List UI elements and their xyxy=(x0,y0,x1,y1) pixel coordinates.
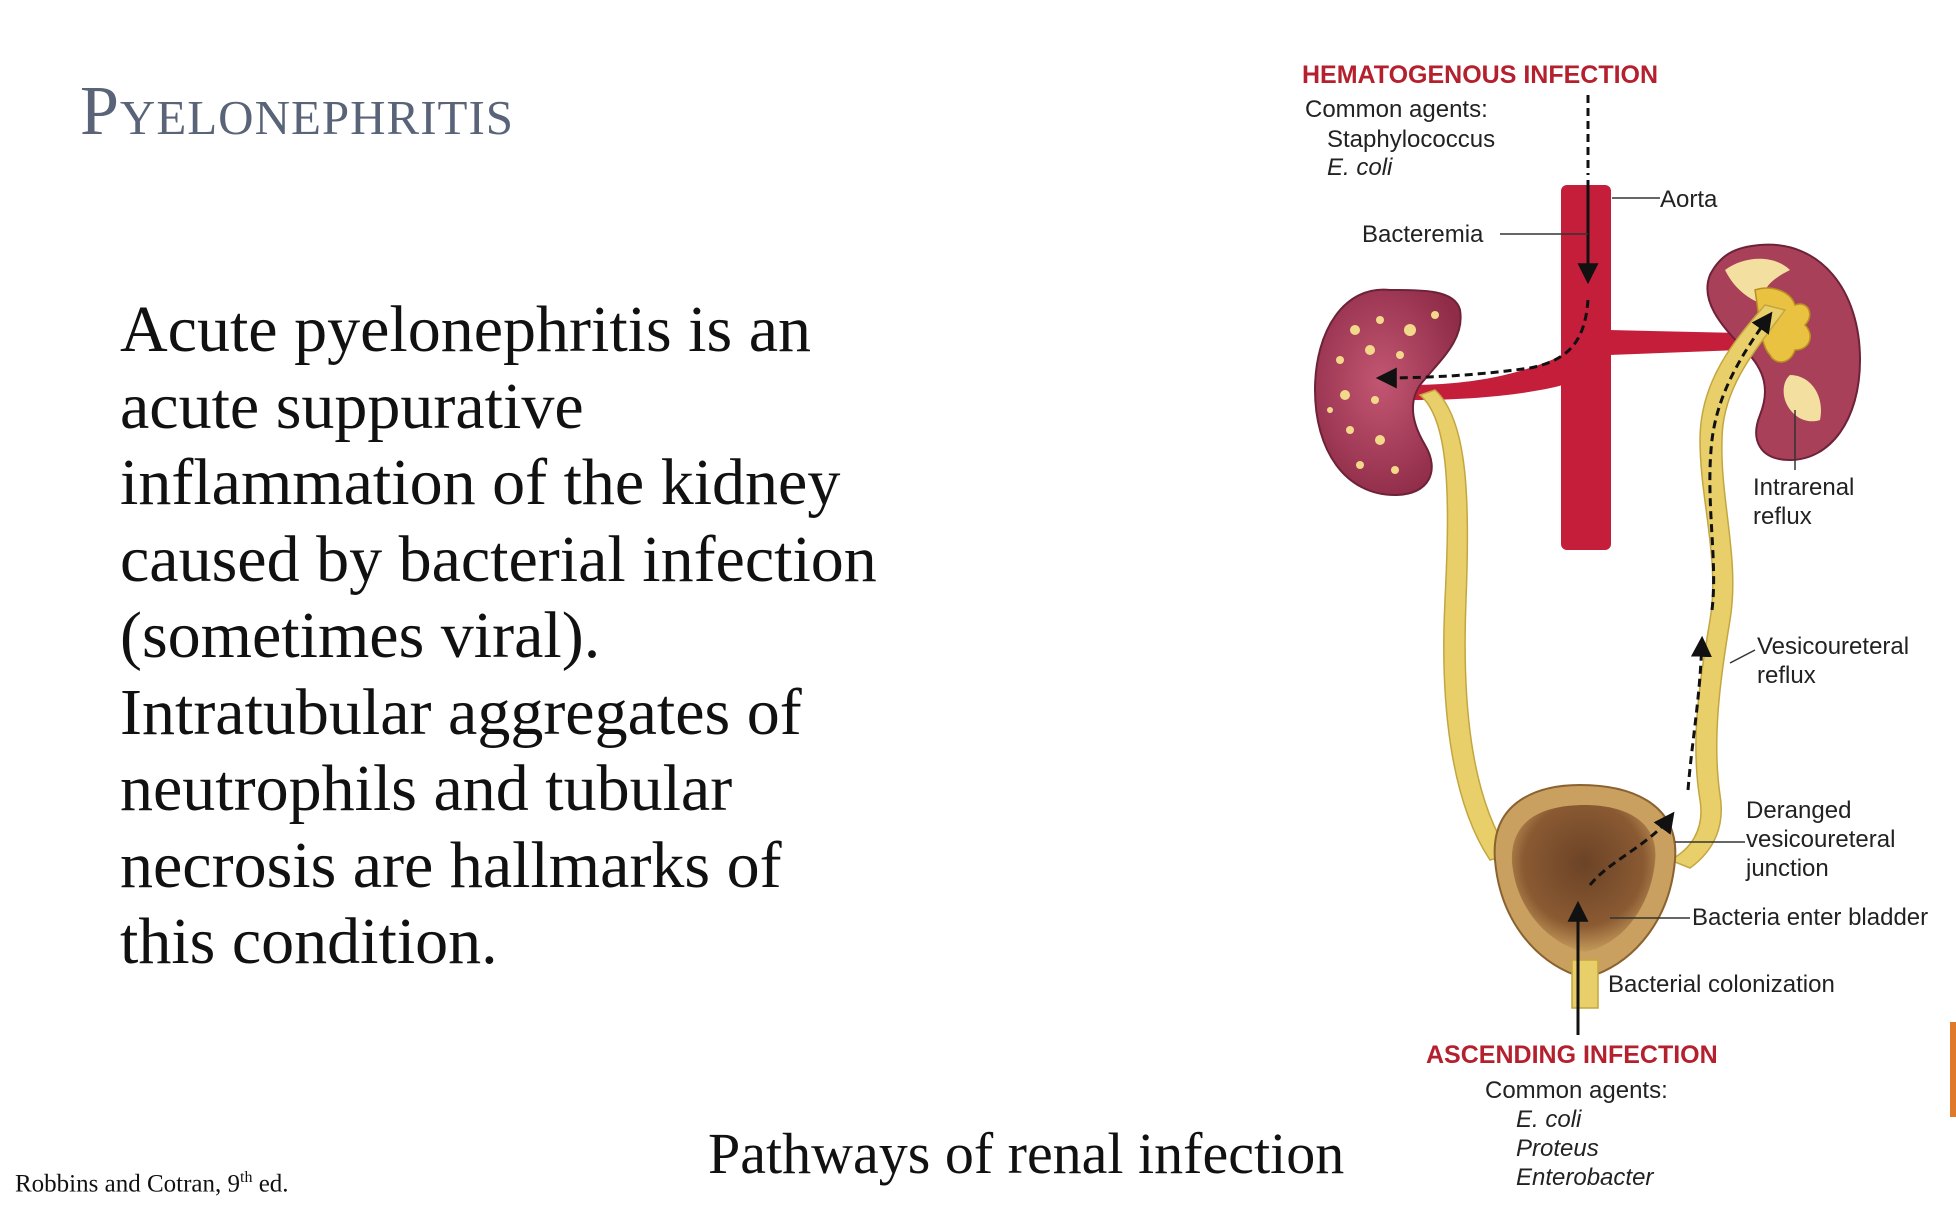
bladder-lumen xyxy=(1511,805,1656,952)
right-ureter xyxy=(1668,304,1787,869)
slide-body: Acute pyelonephritis is an acute suppura… xyxy=(120,292,1000,981)
body-line: this condition. xyxy=(120,905,498,978)
hematogenous-heading: HEMATOGENOUS INFECTION xyxy=(1302,61,1658,89)
left-ureter xyxy=(1418,389,1512,861)
slide-edge-tab xyxy=(1950,1022,1956,1117)
ascending-reflux-arrow xyxy=(1588,811,1675,886)
aorta-vessel xyxy=(1561,185,1611,550)
deranged-label-3: junction xyxy=(1745,855,1829,882)
upper-reflux-arrow xyxy=(1708,311,1773,611)
citation: Robbins and Cotran, 9th ed. xyxy=(15,1169,289,1198)
vesicoureteral-reflux-arrow xyxy=(1686,635,1712,791)
deranged-label-1: Deranged xyxy=(1746,797,1851,824)
ascending-heading: ASCENDING INFECTION xyxy=(1426,1041,1718,1069)
body-line: Intratubular aggregates of xyxy=(120,675,802,749)
body-line: caused by bacterial infection xyxy=(120,522,877,596)
aorta-label: Aorta xyxy=(1660,186,1718,213)
leader-lines xyxy=(1500,197,1796,919)
citation-text: Robbins and Cotran, 9 xyxy=(15,1170,240,1198)
figure-caption: Pathways of renal infection xyxy=(708,1121,1345,1186)
intrarenal-reflux-zone xyxy=(1725,258,1821,422)
intrarenal-label-1: Intrarenal xyxy=(1753,474,1854,501)
ascending-agent-ecoli: E. coli xyxy=(1516,1106,1582,1133)
body-line: acute suppurative xyxy=(120,369,584,443)
urethra xyxy=(1571,959,1599,1009)
hematogenous-agent-ecoli: E. coli xyxy=(1327,154,1393,181)
hematogenous-agent-staph: Staphylococcus xyxy=(1327,126,1495,153)
citation-superscript: th xyxy=(240,1169,253,1186)
colonization-label: Bacterial colonization xyxy=(1608,971,1835,998)
body-line: necrosis are hallmarks of xyxy=(120,828,782,902)
left-renal-artery xyxy=(1410,355,1563,400)
body-line: Acute pyelonephritis is an xyxy=(120,293,812,366)
intrarenal-label-2: reflux xyxy=(1753,503,1812,530)
abscess-dots xyxy=(1327,311,1439,474)
renal-infection-diagram: HEMATOGENOUS INFECTION Common agents: St… xyxy=(1302,61,1928,1191)
deranged-label-2: vesicoureteral xyxy=(1746,826,1895,853)
body-line: neutrophils and tubular xyxy=(120,752,733,825)
left-kidney xyxy=(1313,288,1462,497)
ascending-agent-enterobacter: Enterobacter xyxy=(1516,1164,1654,1191)
citation-edition: ed. xyxy=(252,1170,289,1198)
ascending-agents-label: Common agents: xyxy=(1485,1077,1668,1104)
ascending-agent-proteus: Proteus xyxy=(1516,1135,1599,1162)
body-line: inflammation of the kidney xyxy=(120,446,841,519)
bacteria-enter-label: Bacteria enter bladder xyxy=(1692,904,1928,931)
slide-title: Pyelonephritis xyxy=(80,73,515,150)
bacteremia-label: Bacteremia xyxy=(1362,221,1484,248)
right-renal-artery xyxy=(1609,330,1740,355)
vesicoureteral-label-1: Vesicoureteral xyxy=(1757,633,1909,660)
hematogenous-path-arrow xyxy=(1375,299,1590,389)
hematogenous-agents-label: Common agents: xyxy=(1305,96,1488,123)
vesicoureteral-label-2: reflux xyxy=(1757,662,1816,689)
body-line: (sometimes viral). xyxy=(120,599,601,672)
